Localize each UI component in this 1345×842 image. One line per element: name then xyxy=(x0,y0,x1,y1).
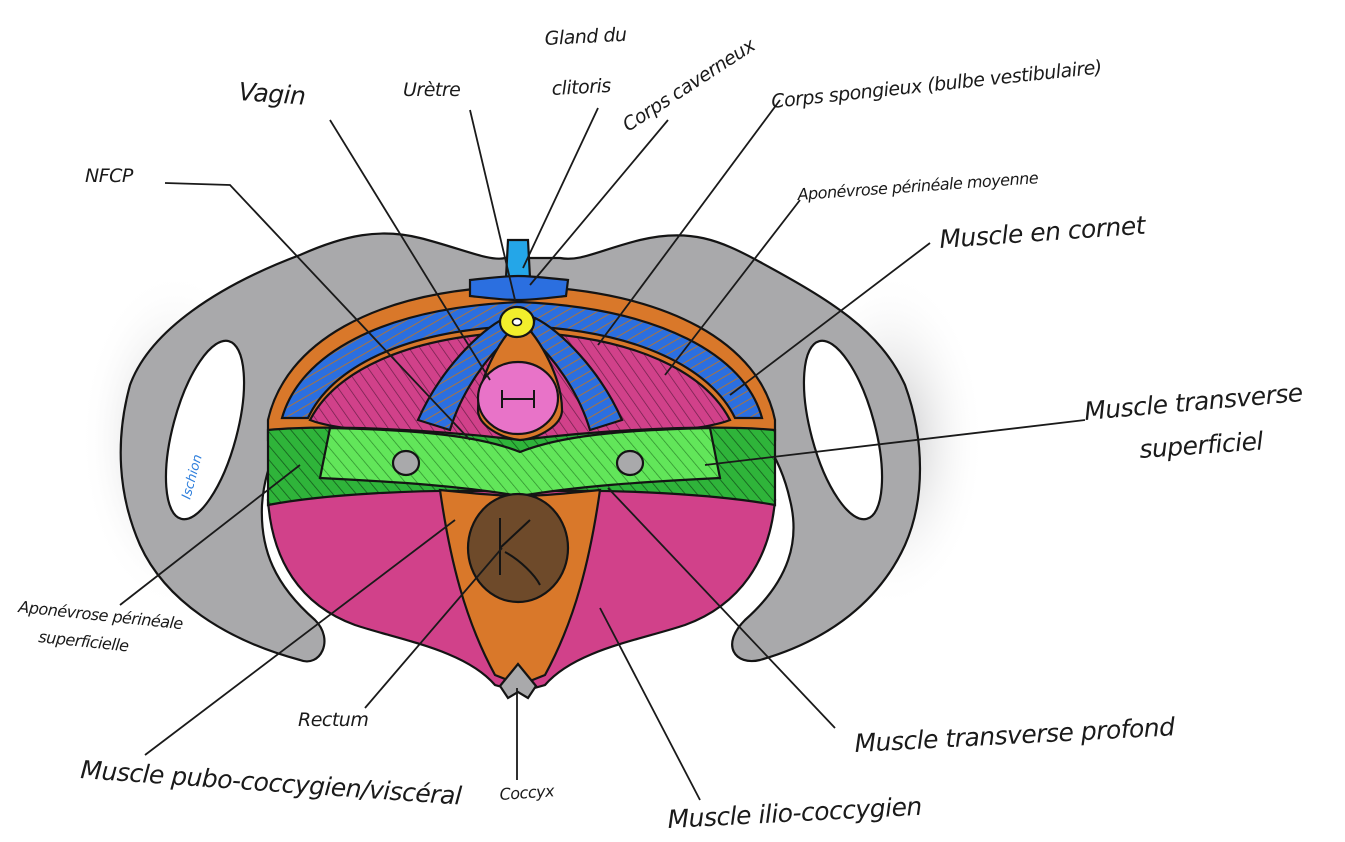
label-transverse-sup-1: Muscle transverse xyxy=(1083,378,1304,426)
left-ischial-spine xyxy=(393,451,419,475)
corps-caverneux xyxy=(470,276,568,300)
right-ischial-spine xyxy=(617,451,643,475)
label-aponevrose-sup-2: superficielle xyxy=(38,627,131,655)
label-coccyx: Coccyx xyxy=(499,781,556,804)
label-aponevrose-moyenne: Aponévrose périnéale moyenne xyxy=(796,168,1039,204)
urethra-lumen xyxy=(513,319,522,326)
label-gland-clitoris-1: Gland du xyxy=(544,24,627,50)
label-vagin: Vagin xyxy=(238,77,307,111)
label-pubo-coccygien: Muscle pubo-coccygien/viscéral xyxy=(80,755,463,811)
label-nfcp: NFCP xyxy=(85,165,134,187)
label-muscle-cornet: Muscle en cornet xyxy=(938,211,1147,254)
label-rectum: Rectum xyxy=(298,709,368,731)
label-uretre: Urètre xyxy=(403,79,460,101)
label-corps-spongieux: Corps spongieux (bulbe vestibulaire) xyxy=(770,56,1103,113)
label-transverse-sup-2: superficiel xyxy=(1138,426,1264,464)
label-gland-clitoris-2: clitoris xyxy=(551,75,612,100)
label-ilio-coccygien: Muscle ilio-coccygien xyxy=(667,792,923,834)
label-transverse-profond: Muscle transverse profond xyxy=(854,712,1176,758)
label-corps-caverneux: Corps caverneux xyxy=(619,34,760,136)
rectum xyxy=(468,494,568,602)
